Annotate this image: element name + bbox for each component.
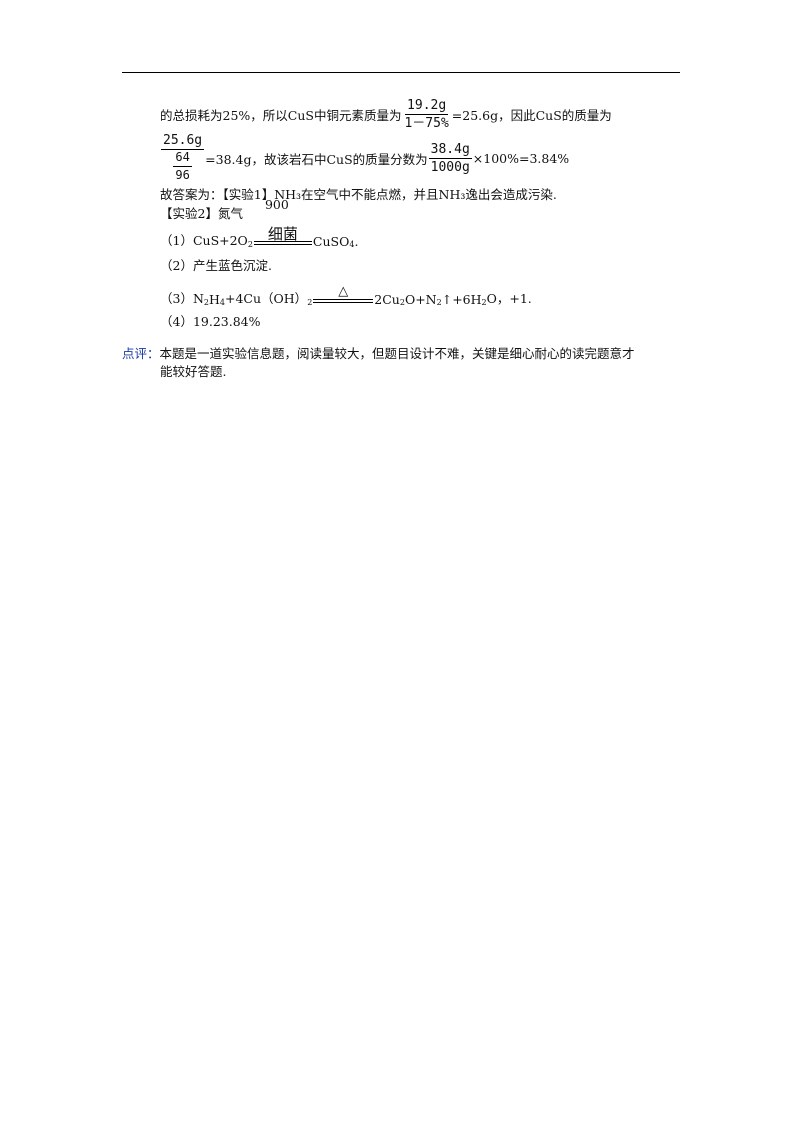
item3-sub4: 2	[399, 298, 405, 307]
fraction-mass-percent: 38.4g 1000g	[428, 141, 472, 175]
line-answer-exp1: 故答案为：【实验1】NH₃在空气中不能点燃，并且NH₃逸出会造成污染.	[160, 184, 690, 203]
heat-triangle-icon: △	[338, 284, 349, 299]
item2-text: （2）产生蓝色沉淀.	[160, 257, 272, 273]
item1-end: .	[354, 234, 359, 249]
answer-exp2-value: 900	[264, 197, 289, 212]
item-2: （2）产生蓝色沉淀.	[160, 249, 690, 279]
fraction-denominator: 1000g	[430, 159, 470, 175]
line-answer-exp2: 【实验2】氮气 900	[160, 197, 690, 221]
line1-text-b: =25.6g，因此CuS的质量为	[451, 107, 612, 123]
outer-denominator: 64 96	[172, 150, 192, 183]
line2-text-b: ×100%=3.84%	[472, 150, 570, 166]
header-rule	[122, 72, 680, 73]
item1-after-sub: 4	[349, 240, 355, 249]
item3-sub6: 2	[481, 298, 487, 307]
line1-text-a: 的总损耗为25%，所以CuS中铜元素质量为	[160, 107, 402, 123]
answer-exp1-text: 故答案为：【实验1】NH₃在空气中不能点燃，并且NH₃逸出会造成污染.	[160, 187, 557, 202]
double-line	[313, 299, 374, 303]
item3-prefix: （3）N	[160, 291, 204, 306]
solution-body: 的总损耗为25%，所以CuS中铜元素质量为 19.2g 1－75% =25.6g…	[160, 96, 690, 333]
comment-text-1: 本题是一道实验信息题，阅读量较大，但题目设计不难，关键是细心耐心的读完题意才	[159, 346, 635, 361]
item3-mid3: O+N	[404, 292, 437, 307]
item1-after: CuSO	[312, 234, 350, 249]
item3-sub5: 2	[436, 298, 442, 307]
item3-after: 2Cu	[374, 292, 400, 307]
fraction-numerator: 19.2g	[405, 97, 449, 115]
line-cus-fraction: 25.6g 64 96 =38.4g，故该岩石中CuS的质量分数为 38.4g …	[160, 132, 690, 184]
item1-prefix: （1）CuS+2O	[160, 233, 248, 248]
comment-block: 点评：本题是一道实验信息题，阅读量较大，但题目设计不难，关键是细心耐心的读完题意…	[122, 345, 692, 381]
item3-mid1: H	[208, 292, 220, 307]
outer-numerator: 25.6g	[161, 133, 205, 150]
condition-label: 细菌	[267, 225, 298, 243]
answer-exp2-text: 【实验2】氮气	[160, 206, 243, 221]
item-4: （4）19.23.84%	[160, 307, 690, 333]
item3-end2: O，+1.	[486, 291, 532, 306]
item3-sub3: 2	[307, 298, 313, 307]
inner-numerator: 64	[173, 150, 192, 167]
reaction-condition-bacteria: 细菌	[253, 225, 312, 249]
reaction-condition-heat: △	[313, 284, 374, 307]
fraction-numerator: 38.4g	[428, 141, 472, 159]
item3-sub2: 4	[219, 298, 225, 307]
fraction-denominator: 1－75%	[404, 115, 449, 131]
inner-fraction: 64 96	[173, 150, 192, 183]
line-cu-mass: 的总损耗为25%，所以CuS中铜元素质量为 19.2g 1－75% =25.6g…	[160, 96, 690, 132]
item4-text: （4）19.23.84%	[160, 313, 261, 329]
fraction-cus-mass: 25.6g 64 96	[161, 133, 205, 183]
item3-mid2: +4Cu（OH）	[224, 291, 308, 306]
item3-end: ↑+6H	[441, 292, 482, 307]
inner-denominator: 96	[175, 168, 190, 182]
comment-text-2: 能较好答题.	[160, 364, 227, 379]
fraction-cu-mass: 19.2g 1－75%	[402, 98, 450, 131]
line2-text-a: =38.4g，故该岩石中CuS的质量分数为	[205, 151, 428, 167]
double-line	[253, 241, 312, 245]
comment-label: 点评：	[122, 346, 160, 361]
item1-sub: 2	[247, 240, 253, 249]
item3-sub1: 2	[203, 298, 209, 307]
